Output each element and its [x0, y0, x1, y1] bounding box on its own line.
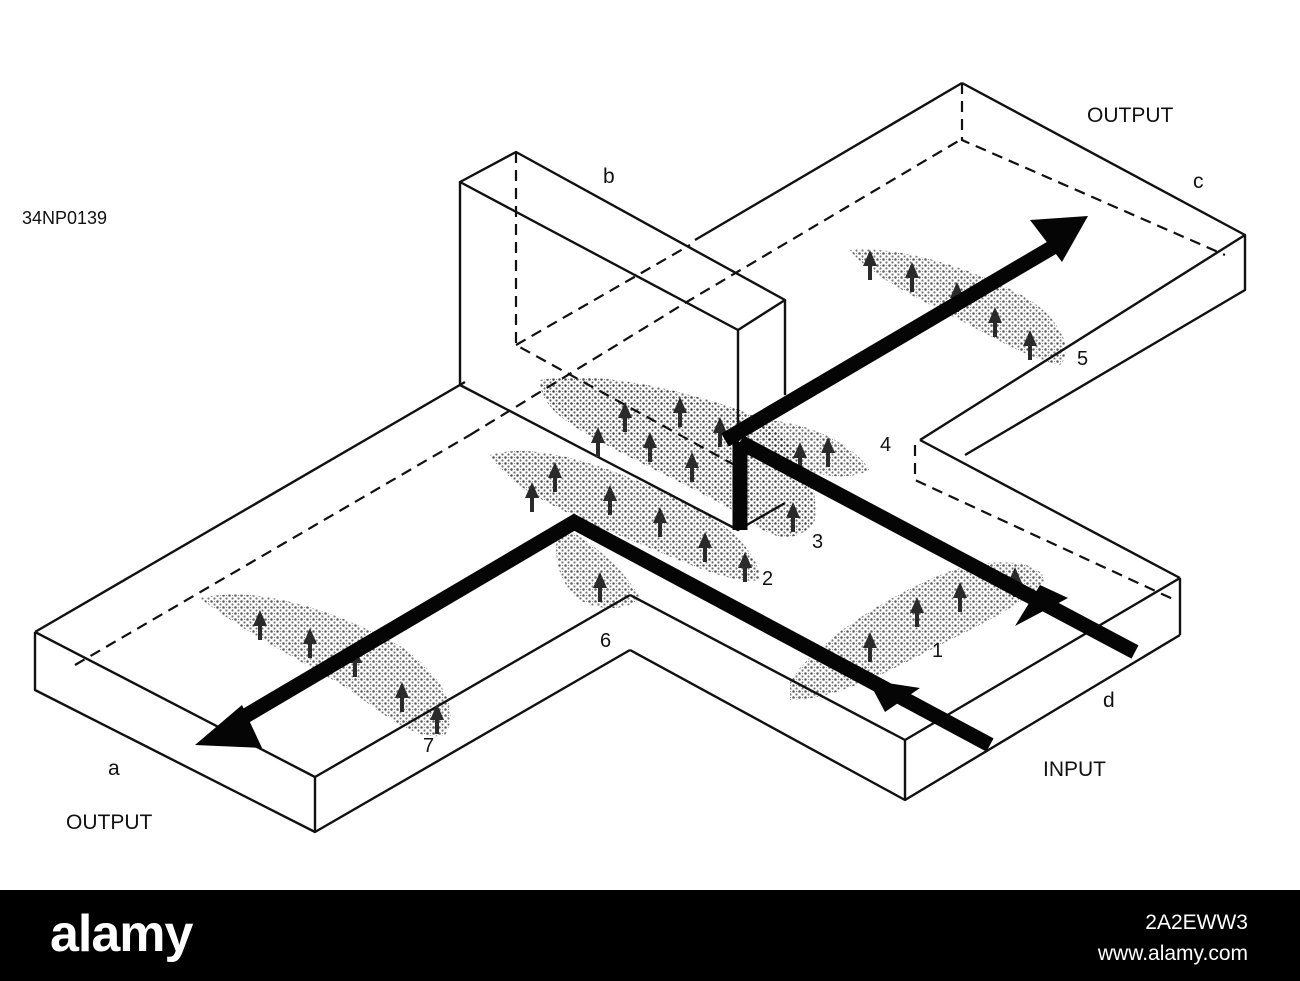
field-vector-arrow — [303, 628, 317, 658]
field-vector-arrow — [653, 507, 667, 537]
field-vector-arrow — [953, 582, 967, 612]
output-label-left: OUTPUT — [66, 811, 153, 834]
port-label-a: a — [108, 757, 120, 780]
field-vector-arrow — [673, 397, 687, 427]
field-vector-arrow — [863, 250, 877, 280]
edge-left-top-back — [34, 380, 466, 634]
field-vector-arrow — [1023, 330, 1037, 360]
output-label-right: OUTPUT — [1087, 104, 1174, 127]
hidden-edge-input-arm — [913, 445, 1176, 601]
port-label-c: c — [1193, 170, 1204, 193]
hidden-edge-right-arm — [960, 83, 1226, 257]
field-vector-arrow — [618, 402, 632, 432]
field-vector-arrow — [593, 572, 607, 602]
brand-logo: alamy — [50, 905, 193, 963]
field-vector-arrow — [548, 462, 562, 492]
edge-input-top-back — [919, 438, 1181, 580]
field-vector-arrow — [910, 597, 924, 627]
mode-number-5: 5 — [1077, 348, 1088, 370]
hidden-edges — [74, 83, 1226, 666]
field-vector-arrow — [821, 437, 835, 467]
edge-right-top-back — [694, 81, 963, 242]
input-flow-arrowhead — [1015, 585, 1068, 626]
field-vector-arrow — [863, 632, 877, 662]
field-vector-arrow — [525, 482, 539, 512]
field-vector-arrow — [685, 452, 699, 482]
image-id: 2A2EWW3 — [1145, 911, 1248, 934]
field-vector-arrow — [905, 262, 919, 292]
mode-number-3: 3 — [812, 531, 823, 553]
figure-code: 34NP0139 — [22, 208, 107, 228]
lower-flow-beam — [566, 513, 994, 752]
power-flow-arrows — [195, 216, 1139, 752]
hidden-edge-box-b — [514, 152, 741, 469]
field-region-6 — [556, 525, 640, 609]
field-vector-arrow — [253, 610, 267, 640]
hidden-edge-back — [469, 139, 961, 436]
field-vector-arrow — [988, 307, 1002, 337]
field-region-2 — [490, 451, 760, 581]
edge-right-top-front — [919, 233, 1246, 442]
visible-edges — [33, 81, 1247, 834]
mode-number-1: 1 — [932, 640, 943, 662]
output-c-beam — [721, 233, 1069, 447]
port-label-b: b — [603, 165, 615, 188]
mode-number-7: 7 — [423, 735, 434, 757]
field-vector-arrow — [591, 427, 605, 457]
field-vector-arrow — [430, 704, 444, 734]
hidden-edge-left-arm — [74, 434, 471, 666]
field-vector-arrow — [603, 485, 617, 515]
input-flow-beam — [736, 435, 1139, 659]
mode-number-4: 4 — [880, 434, 891, 456]
field-vector-arrow — [738, 552, 752, 582]
edge-right-outer — [961, 81, 1247, 457]
field-vector-arrow — [643, 432, 657, 462]
waveguide-junction-diagram: 34NP0139 b c a d OUTPUT OUTPUT INPUT 1 2… — [22, 81, 1247, 834]
output-c-arrowhead — [1030, 216, 1088, 262]
field-vector-arrow — [395, 682, 409, 712]
mode-number-6: 6 — [600, 630, 611, 652]
lower-flow-arrowhead — [868, 680, 920, 712]
output-a-beam — [226, 513, 582, 732]
field-vector-arrow — [786, 502, 800, 532]
field-region-4 — [760, 420, 870, 477]
mode-number-2: 2 — [762, 568, 773, 590]
output-a-arrowhead — [195, 705, 262, 748]
field-vector-arrow — [713, 417, 727, 447]
edge-box-b-top — [458, 150, 787, 332]
edge-left-front — [33, 632, 631, 834]
watermark-footer: alamy 2A2EWW3 www.alamy.com — [0, 890, 1300, 981]
port-label-d: d — [1103, 689, 1115, 712]
input-label: INPUT — [1043, 758, 1106, 781]
brand-url: www.alamy.com — [1097, 942, 1248, 965]
hidden-edge-box-b-floor — [515, 244, 691, 346]
field-vector-arrow — [698, 532, 712, 562]
